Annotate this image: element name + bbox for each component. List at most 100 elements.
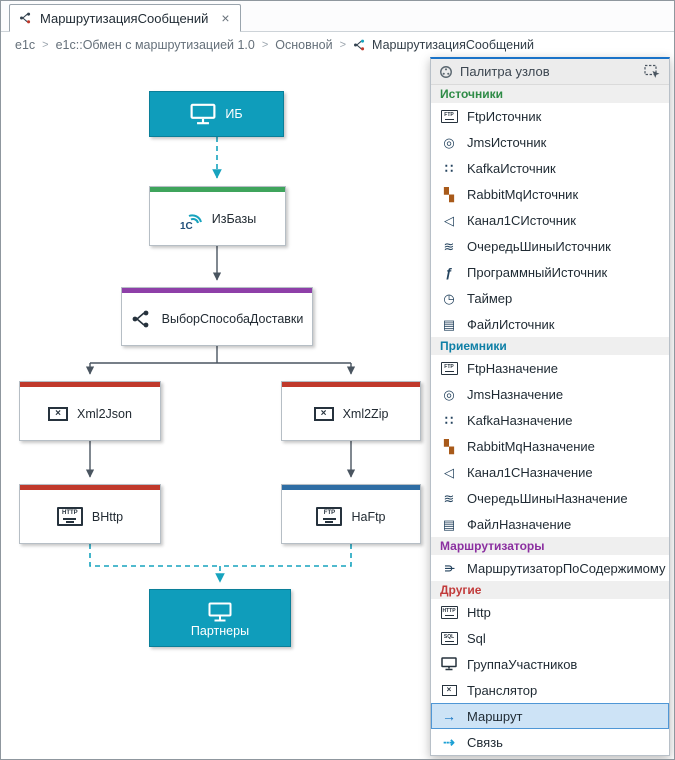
file-dest-icon: ▤ (442, 516, 456, 532)
palette-item-rabbitmq-source[interactable]: ▚ RabbitMqИсточник (431, 181, 669, 207)
palette-item-label: Связь (467, 734, 503, 750)
ftp-source-icon: FTP (440, 109, 458, 123)
node-accent-bar (20, 485, 160, 490)
palette-item-label: ФайлИсточник (467, 316, 555, 332)
node-izbazy[interactable]: 1С ИзБазы (149, 186, 286, 246)
palette-item-label: ОчередьШиныНазначение (467, 490, 628, 506)
http-icon: HTTP (56, 507, 83, 526)
palette-section-routers: Маршрутизаторы (431, 537, 669, 555)
sql-icon: SQL (440, 631, 458, 645)
node-label: ВыборСпособаДоставки (161, 312, 304, 326)
palette-item-ftp-dest[interactable]: FTP FtpНазначение (431, 355, 669, 381)
palette-item-kafka-dest[interactable]: ∷ KafkaНазначение (431, 407, 669, 433)
palette-item-label: FtpНазначение (467, 360, 559, 376)
palette-item-program-source[interactable]: ƒ ПрограммныйИсточник (431, 259, 669, 285)
node-vhttp[interactable]: HTTP ВHttp (19, 484, 161, 544)
palette-item-file-dest[interactable]: ▤ ФайлНазначение (431, 511, 669, 537)
node-accent-bar (150, 187, 285, 192)
palette-item-http[interactable]: HTTP Http (431, 599, 669, 625)
link-dashed-arrow-icon: ⇢ (443, 734, 455, 750)
translator-icon: × (313, 406, 334, 421)
breadcrumb-item-exchange[interactable]: e1c::Обмен с маршрутизацией 1.0 (55, 38, 255, 52)
palette-item-rabbitmq-dest[interactable]: ▚ RabbitMqНазначение (431, 433, 669, 459)
node-accent-bar (122, 288, 312, 293)
monitor-icon (208, 602, 232, 621)
palette-item-label: Транслятор (467, 682, 538, 698)
palette-header: Палитра узлов (431, 59, 669, 85)
tab-routing-messages[interactable]: МаршрутизацияСообщений × (9, 4, 241, 32)
kafka-dest-icon: ∷ (444, 412, 454, 428)
palette-item-busqueue-dest[interactable]: ≋ ОчередьШиныНазначение (431, 485, 669, 511)
svg-text:1С: 1С (180, 221, 193, 230)
palette-item-label: KafkaИсточник (467, 160, 556, 176)
1c-database-icon: 1С (180, 213, 202, 230)
palette-item-channel1c-source[interactable]: ◁ Канал1СИсточник (431, 207, 669, 233)
palette-item-ftp-source[interactable]: FTP FtpИсточник (431, 103, 669, 129)
connector-lines (85, 137, 356, 583)
jms-source-icon: ◎ (443, 134, 455, 150)
node-xml2zip[interactable]: × Xml2Zip (281, 381, 421, 441)
node-label: Xml2Zip (342, 406, 389, 421)
palette-item-file-source[interactable]: ▤ ФайлИсточник (431, 311, 669, 337)
palette-item-label: Sql (467, 630, 486, 646)
node-ib[interactable]: ИБ (149, 91, 284, 137)
diagram-canvas[interactable]: ИБ 1С ИзБазы (1, 57, 431, 759)
node-label: ВHttp (91, 509, 124, 524)
http-icon: HTTP (440, 605, 458, 619)
select-element-icon[interactable] (644, 64, 661, 79)
content-router-icon: ⋔ (441, 562, 457, 574)
node-label: ИзБазы (211, 211, 257, 226)
bus-queue-dest-icon: ≋ (443, 490, 455, 506)
palette-item-channel1c-dest[interactable]: ◁ Канал1СНазначение (431, 459, 669, 485)
node-accent-bar (20, 382, 160, 387)
palette-item-label: Таймер (467, 290, 513, 306)
palette-item-label: ОчередьШиныИсточник (467, 238, 611, 254)
ftp-dest-icon: FTP (440, 361, 458, 375)
routing-icon (354, 39, 365, 51)
palette-item-link[interactable]: ⇢ Связь (431, 729, 669, 755)
palette-section-other: Другие (431, 581, 669, 599)
breadcrumb-item-e1c[interactable]: e1c (15, 38, 36, 52)
bus-queue-source-icon: ≋ (443, 238, 455, 254)
palette-item-label: МаршрутизаторПоСодержимому (467, 560, 666, 576)
ftp-icon: FTP (316, 507, 343, 526)
routing-icon (20, 12, 31, 24)
branch-icon (132, 310, 149, 328)
palette-item-timer[interactable]: ◷ Таймер (431, 285, 669, 311)
palette-item-label: ПрограммныйИсточник (467, 264, 608, 280)
node-label: ИБ (225, 107, 243, 121)
node-vybor-sposoba-dostavki[interactable]: ВыборСпособаДоставки (121, 287, 313, 346)
file-source-icon: ▤ (442, 316, 456, 332)
palette-item-sql[interactable]: SQL Sql (431, 625, 669, 651)
breadcrumb-item-main[interactable]: Основной (275, 38, 333, 52)
node-label: Партнеры (190, 623, 250, 638)
channel1c-source-icon: ◁ (444, 212, 454, 228)
palette-item-kafka-source[interactable]: ∷ KafkaИсточник (431, 155, 669, 181)
palette-item-label: ГруппаУчастников (467, 656, 578, 672)
breadcrumb-separator: > (42, 39, 49, 51)
palette-item-jms-source[interactable]: ◎ JmsИсточник (431, 129, 669, 155)
palette-item-route[interactable]: → Маршрут (431, 703, 669, 729)
node-partnery[interactable]: Партнеры (149, 589, 291, 647)
node-accent-bar (282, 485, 420, 490)
palette-item-participants-group[interactable]: ГруппаУчастников (431, 651, 669, 677)
palette-item-content-router[interactable]: ⋔ МаршрутизаторПоСодержимому (431, 555, 669, 581)
node-label: НаFtp (351, 509, 386, 524)
breadcrumb-item-current[interactable]: МаршрутизацияСообщений (353, 38, 534, 52)
monitor-icon (190, 103, 216, 125)
palette-nodes-icon (440, 65, 452, 78)
tab-close-icon[interactable]: × (221, 10, 230, 26)
palette-item-jms-dest[interactable]: ◎ JmsНазначение (431, 381, 669, 407)
palette-item-label: KafkaНазначение (467, 412, 573, 428)
palette-item-busqueue-source[interactable]: ≋ ОчередьШиныИсточник (431, 233, 669, 259)
monitor-icon (441, 657, 457, 671)
palette-item-label: RabbitMqНазначение (467, 438, 595, 454)
rabbitmq-source-icon: ▚ (444, 186, 454, 202)
channel1c-dest-icon: ◁ (444, 464, 454, 480)
palette-item-translator[interactable]: × Транслятор (431, 677, 669, 703)
node-xml2json[interactable]: × Xml2Json (19, 381, 161, 441)
translator-icon: × (48, 406, 69, 421)
route-arrow-icon: → (442, 708, 456, 724)
node-naftp[interactable]: FTP НаFtp (281, 484, 421, 544)
